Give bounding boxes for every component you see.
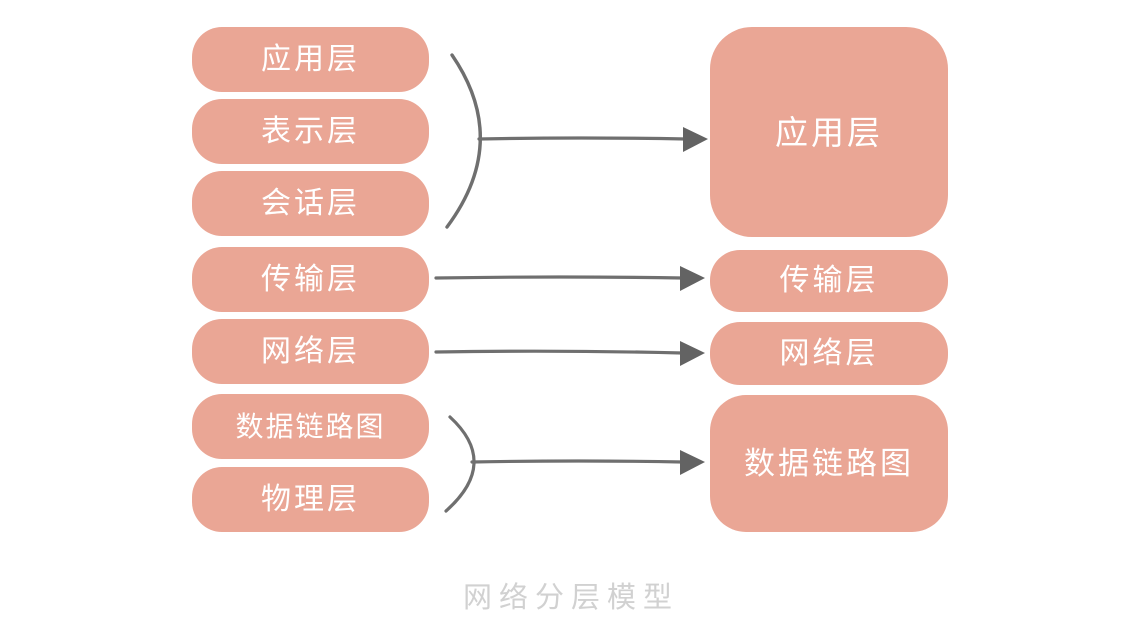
left-layer-box-presentation: 表示层 xyxy=(192,99,429,164)
right-layer-box-application: 应用层 xyxy=(710,27,948,237)
right-layer-box-data-link: 数据链路图 xyxy=(710,395,948,532)
diagram-title: 网络分层模型 xyxy=(462,582,679,614)
left-layer-label-transport: 传输层 xyxy=(261,262,360,296)
left-layer-label-presentation: 表示层 xyxy=(261,114,360,148)
group-brace-top xyxy=(445,53,482,229)
arrowhead-application-icon xyxy=(683,127,708,152)
left-layer-box-session: 会话层 xyxy=(192,171,429,236)
arrowhead-data-link-icon xyxy=(680,450,705,475)
left-layer-box-transport: 传输层 xyxy=(192,247,429,312)
arrow-transport xyxy=(434,275,684,280)
left-layer-box-network: 网络层 xyxy=(192,319,429,384)
arrow-data-link xyxy=(470,459,684,464)
right-layer-label-application: 应用层 xyxy=(775,113,883,151)
right-layer-box-transport: 传输层 xyxy=(710,250,948,312)
left-layer-label-network: 网络层 xyxy=(261,334,360,368)
right-layer-label-data-link: 数据链路图 xyxy=(744,446,914,481)
left-layer-box-data-link: 数据链路图 xyxy=(192,394,429,459)
right-layer-label-network: 网络层 xyxy=(779,336,879,370)
left-layer-label-application: 应用层 xyxy=(261,42,360,76)
arrowhead-network-icon xyxy=(680,341,705,366)
left-layer-label-data-link: 数据链路图 xyxy=(235,410,386,442)
group-brace-bottom xyxy=(444,415,476,513)
arrow-application xyxy=(477,136,688,141)
left-layer-box-application: 应用层 xyxy=(192,27,429,92)
left-layer-label-physical: 物理层 xyxy=(261,482,360,516)
arrow-network xyxy=(434,349,684,355)
right-layer-label-transport: 传输层 xyxy=(779,264,879,297)
left-layer-box-physical: 物理层 xyxy=(192,467,429,532)
left-layer-label-session: 会话层 xyxy=(261,186,360,220)
arrowhead-transport-icon xyxy=(680,266,705,291)
right-layer-box-network: 网络层 xyxy=(710,322,948,385)
